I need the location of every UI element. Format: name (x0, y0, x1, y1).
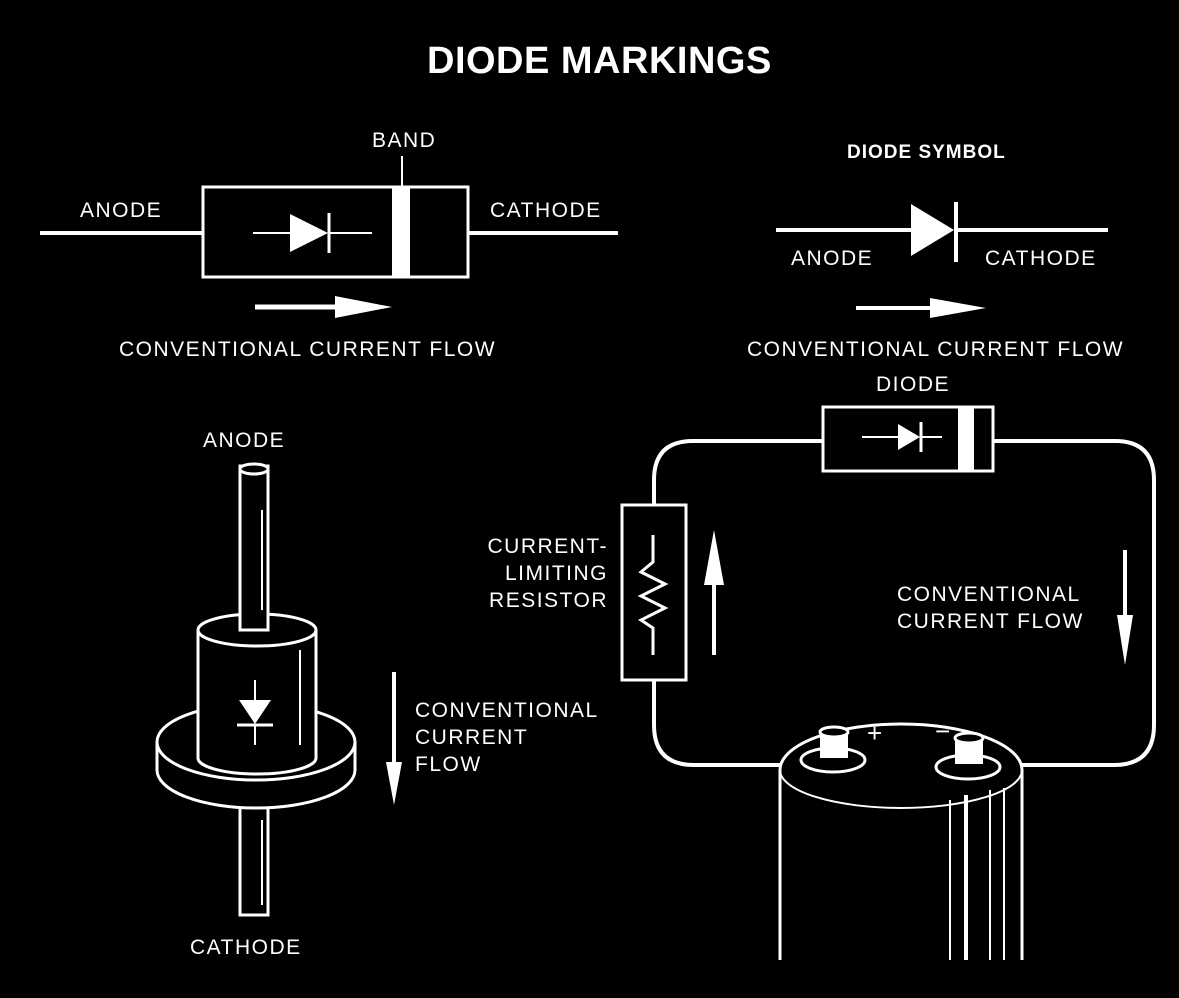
band-label: BAND (372, 129, 437, 152)
cathode-label: CATHODE (490, 199, 602, 222)
anode-label: ANODE (80, 199, 163, 222)
symbol-cathode-label: CATHODE (985, 247, 1097, 270)
axial-diode (40, 156, 618, 318)
battery (778, 722, 1024, 960)
resistor-label: CURRENT- LIMITING RESISTOR (487, 535, 608, 612)
symbol-anode-label: ANODE (791, 247, 874, 270)
stud-diode (155, 462, 402, 917)
circuit (620, 405, 1156, 767)
diode-body (201, 185, 470, 279)
circuit-diode-label: DIODE (876, 373, 951, 396)
diode-symbol (776, 202, 1108, 318)
current-flow-label: CONVENTIONAL CURRENT FLOW (119, 338, 497, 361)
battery-plus-sign: + (867, 718, 884, 748)
circuit-diode (821, 405, 995, 473)
symbol-triangle (911, 204, 954, 256)
stud-anode-label: ANODE (203, 429, 286, 452)
diode-symbol-triangle (290, 214, 328, 252)
battery-minus-sign: − (935, 716, 952, 746)
current-limiting-resistor (620, 503, 688, 682)
stud-cathode-label: CATHODE (190, 936, 302, 959)
cathode-band (392, 187, 410, 277)
symbol-current-flow-label: CONVENTIONAL CURRENT FLOW (747, 338, 1125, 361)
diagram-title: DIODE MARKINGS (427, 40, 772, 82)
stud-current-flow-label: CONVENTIONAL CURRENT FLOW (415, 699, 599, 776)
circuit-current-flow-label: CONVENTIONAL CURRENT FLOW (897, 583, 1084, 633)
diode-symbol-heading: DIODE SYMBOL (847, 142, 1006, 163)
